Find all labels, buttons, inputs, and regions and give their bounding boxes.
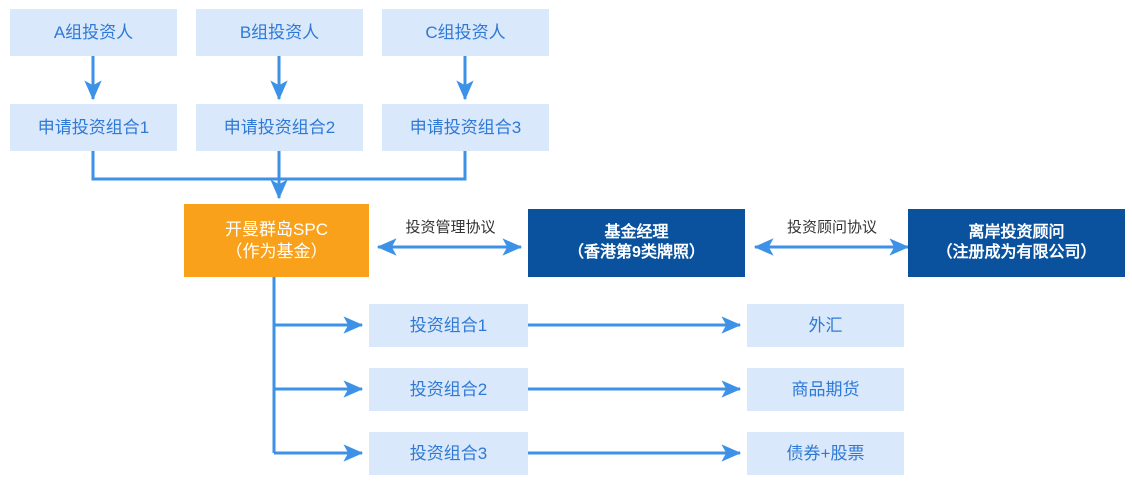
- fund-box-line-2: （作为基金）: [225, 241, 328, 261]
- asset-box-3[interactable]: 债券+股票: [747, 432, 904, 475]
- fund-box-line-1: 开曼群岛SPC: [225, 219, 328, 239]
- fund-manager-line-1: 基金经理: [604, 223, 669, 241]
- application-box-2-label: 申请投资组合2: [223, 117, 336, 137]
- portfolio-box-2-label: 投资组合2: [409, 379, 488, 399]
- investor-box-b-label: B组投资人: [239, 22, 320, 42]
- investor-box-c-label: C组投资人: [425, 22, 506, 42]
- application-box-2[interactable]: 申请投资组合2: [196, 104, 363, 151]
- offshore-advisor-line-2: （注册成为有限公司）: [936, 244, 1097, 261]
- portfolio-box-3[interactable]: 投资组合3: [369, 432, 528, 475]
- asset-box-2-label: 商品期货: [791, 379, 860, 399]
- application-box-3-label: 申请投资组合3: [409, 117, 522, 137]
- offshore-advisor-line-1: 离岸投资顾问: [968, 223, 1065, 241]
- portfolio-box-1[interactable]: 投资组合1: [369, 304, 528, 347]
- portfolio-box-3-label: 投资组合3: [409, 443, 488, 463]
- asset-box-3-label: 债券+股票: [786, 443, 865, 463]
- application-box-1-label: 申请投资组合1: [37, 117, 150, 137]
- asset-box-1[interactable]: 外汇: [747, 304, 904, 347]
- investor-box-a-label: A组投资人: [53, 22, 134, 42]
- edge-label-investment-advisory-agreement: 投资顾问协议: [786, 219, 877, 236]
- application-box-1[interactable]: 申请投资组合1: [10, 104, 177, 151]
- fund-manager-line-2: （香港第9类牌照）: [568, 244, 705, 261]
- portfolio-box-2[interactable]: 投资组合2: [369, 368, 528, 411]
- fund-manager-box[interactable]: 基金经理 （香港第9类牌照）: [528, 209, 745, 277]
- investor-box-c[interactable]: C组投资人: [382, 9, 549, 56]
- bus-applications-merge: [91, 151, 467, 181]
- fund-box[interactable]: 开曼群岛SPC （作为基金）: [184, 204, 369, 277]
- asset-box-2[interactable]: 商品期货: [747, 368, 904, 411]
- portfolio-box-1-label: 投资组合1: [409, 315, 488, 335]
- offshore-advisor-box[interactable]: 离岸投资顾问 （注册成为有限公司）: [908, 209, 1125, 277]
- investor-box-b[interactable]: B组投资人: [196, 9, 363, 56]
- asset-box-1-label: 外汇: [808, 315, 843, 335]
- investor-box-a[interactable]: A组投资人: [10, 9, 177, 56]
- application-box-3[interactable]: 申请投资组合3: [382, 104, 549, 151]
- edge-label-investment-management-agreement: 投资管理协议: [405, 219, 496, 236]
